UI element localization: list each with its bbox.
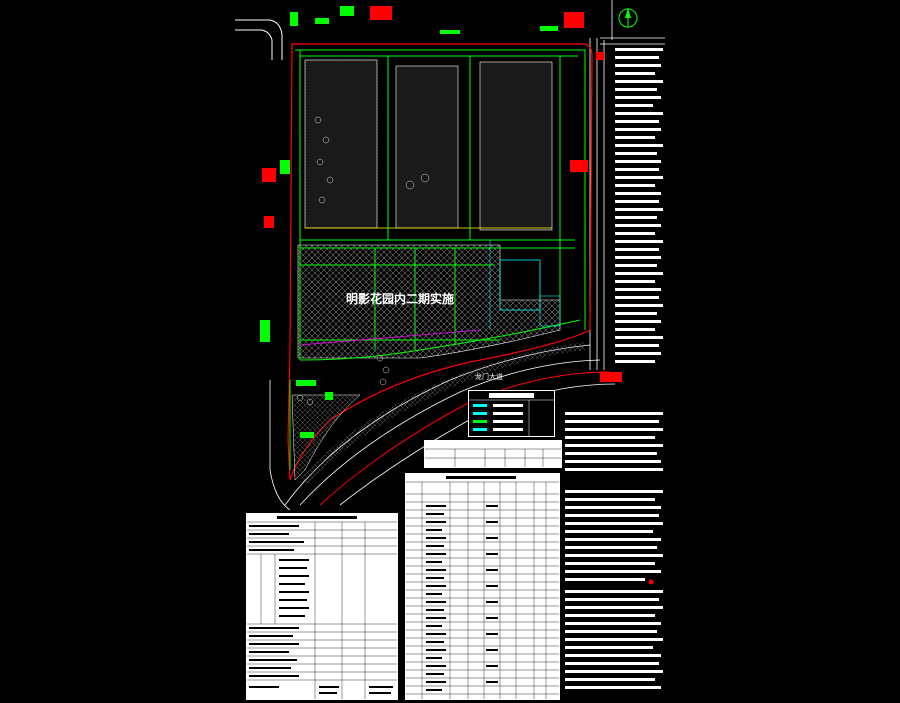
- upper-building-blocks: [304, 59, 553, 231]
- southwest-hatch-area: [291, 394, 361, 481]
- road-label: 龙门大道: [475, 373, 503, 381]
- notes-column: [565, 48, 663, 689]
- legend-table: [468, 390, 555, 437]
- tree-clusters: [296, 116, 430, 406]
- legend-rows: [469, 393, 554, 436]
- road-top-left: [235, 19, 283, 60]
- economic-index-table-grid: [247, 514, 397, 699]
- planting-schedule-table-grid: [406, 474, 559, 699]
- north-arrow-icon: [618, 8, 638, 28]
- color-accents: [299, 227, 561, 346]
- plan-title: 明影花园内二期实施: [346, 292, 455, 306]
- summary-table: [424, 440, 562, 468]
- planting-schedule-table: [405, 473, 560, 700]
- summary-table-grid: [425, 441, 561, 467]
- green-pipe-network: [289, 49, 586, 470]
- red-marker: [648, 579, 654, 585]
- red-annotation-tags: [262, 6, 622, 382]
- economic-index-table: [246, 513, 398, 700]
- green-label-tags: [260, 6, 558, 438]
